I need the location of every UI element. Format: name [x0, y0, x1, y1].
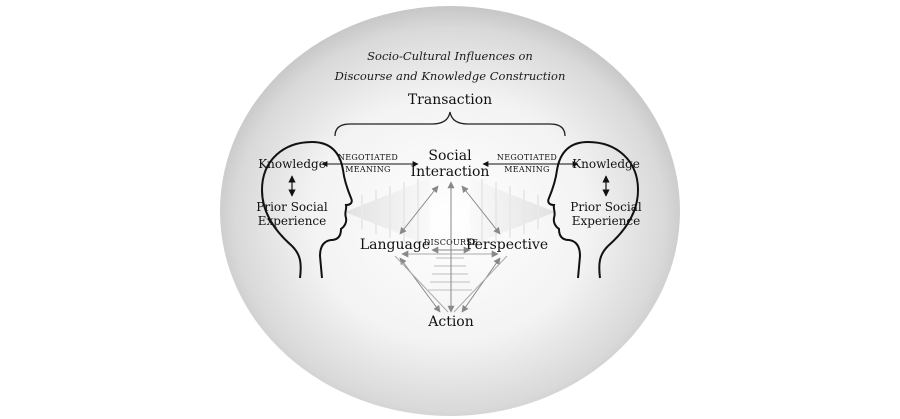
diagram-title-line2: Discourse and Knowledge Construction	[334, 69, 566, 83]
right-knowledge-label: Knowledge	[572, 157, 640, 171]
arrow-perspective-action	[461, 257, 501, 313]
left-prior-label-2: Experience	[258, 214, 327, 228]
svg-text:MEANING: MEANING	[345, 165, 390, 174]
transaction-label: Transaction	[408, 92, 492, 108]
svg-text:MEANING: MEANING	[504, 165, 549, 174]
svg-text:NEGOTIATED: NEGOTIATED	[338, 153, 398, 162]
arrow-language-social-long	[394, 255, 449, 313]
negotiated-left: NEGOTIATED MEANING	[321, 153, 419, 174]
language-label: Language	[360, 237, 430, 253]
arrow-social-language	[399, 185, 439, 235]
action-label: Action	[427, 314, 474, 330]
perspective-label: Perspective	[466, 237, 548, 253]
right-prior-label-2: Experience	[572, 214, 641, 228]
svg-text:NEGOTIATED: NEGOTIATED	[497, 153, 557, 162]
right-prior-label-1: Prior Social	[570, 200, 642, 214]
diamond-arrows	[394, 181, 508, 313]
left-knowledge-label: Knowledge	[258, 157, 326, 171]
diagram-title-line1: Socio-Cultural Influences on	[367, 49, 533, 63]
social-interaction-label-2: Interaction	[411, 164, 490, 180]
negotiated-right: NEGOTIATED MEANING	[482, 153, 579, 174]
left-prior-label-1: Prior Social	[256, 200, 328, 214]
transaction-brace	[334, 111, 566, 137]
social-interaction-label-1: Social	[428, 148, 472, 164]
arrow-perspective-social-long	[453, 255, 508, 313]
arrow-language-action	[399, 257, 441, 313]
left-head-outline	[260, 140, 353, 279]
right-head-outline	[547, 140, 640, 279]
arrow-social-perspective	[461, 185, 501, 235]
